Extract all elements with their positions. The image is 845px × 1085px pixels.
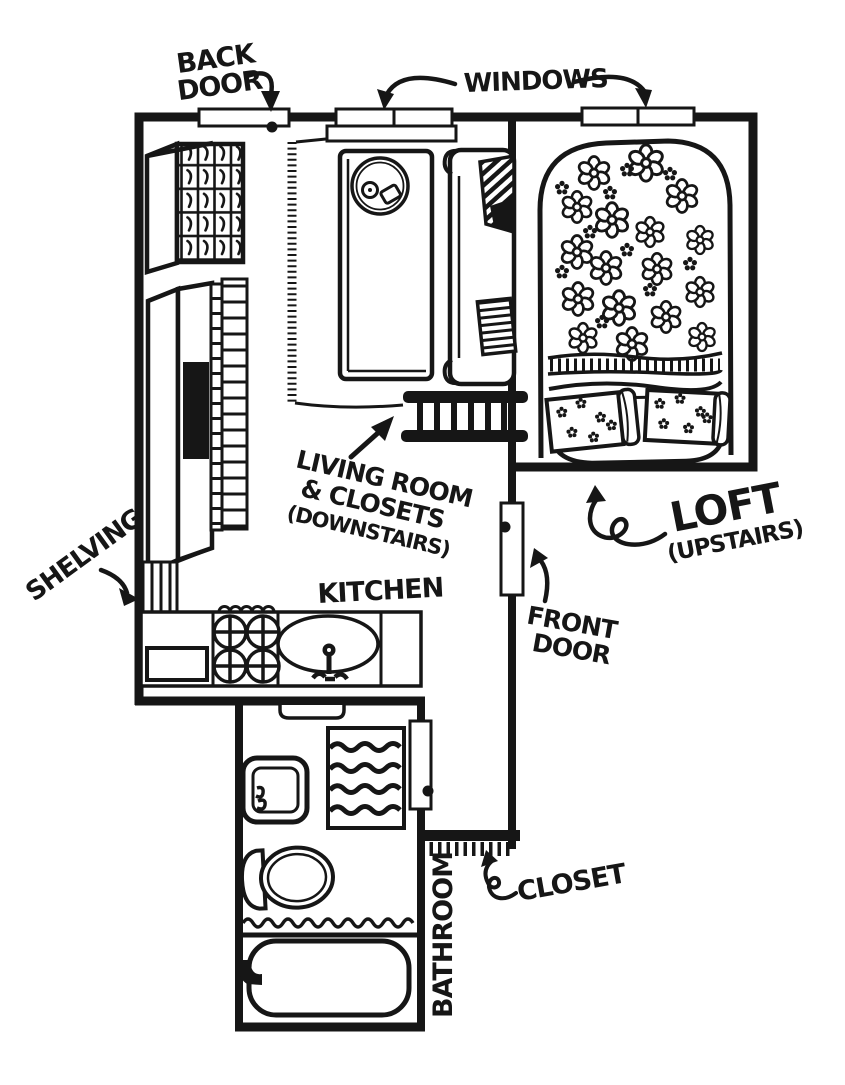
bed-pillow-right — [642, 387, 732, 447]
flower-icon — [633, 215, 667, 249]
kitchen-sink — [276, 614, 380, 682]
front-door — [499, 501, 525, 597]
outer-wall — [134, 112, 758, 705]
coffee-table — [337, 148, 435, 382]
ladder — [401, 391, 528, 442]
window-right — [580, 106, 696, 127]
faucet-icon — [311, 643, 349, 682]
flower-icon — [559, 281, 597, 317]
flower-icon — [587, 250, 625, 286]
label-closet: CLOSET — [515, 858, 630, 908]
label-kitchen: KITCHEN — [317, 572, 444, 610]
towel-shelf — [326, 726, 406, 830]
loft-arrow — [586, 485, 668, 547]
living-room-arrow — [348, 416, 394, 460]
label-living-room: LIVING ROOM & CLOSETS (DOWNSTAIRS) — [285, 445, 475, 562]
flower-icon — [686, 321, 718, 353]
flower-icon — [639, 252, 675, 286]
flower-icon — [648, 300, 684, 334]
front-door-arrow — [530, 548, 550, 604]
shower-curtain — [241, 917, 415, 929]
flower-icon — [559, 190, 595, 224]
serving-tray — [350, 156, 410, 216]
windows-arrow-right — [571, 74, 652, 108]
closet-arrow — [481, 850, 518, 901]
flower-icon — [684, 224, 716, 256]
couch — [442, 147, 518, 387]
cubby-shelf — [144, 140, 246, 276]
door-hinge-dot — [266, 121, 278, 133]
label-front-door: FRONT DOOR — [525, 601, 620, 671]
bathroom-threshold — [278, 705, 346, 720]
flower-icon — [663, 178, 701, 214]
back-door-arrow — [244, 71, 280, 112]
bed-pillow-left — [544, 387, 641, 454]
label-bathroom: BATHROOM — [428, 852, 459, 1018]
burner — [245, 614, 281, 650]
tv-screen — [183, 362, 209, 459]
windows-arrow-left — [377, 75, 458, 110]
loft-bed — [537, 138, 734, 466]
stove — [212, 605, 281, 684]
burner — [245, 648, 281, 684]
burner — [212, 614, 248, 650]
back-door — [197, 107, 291, 133]
label-shelving: SHELVING — [20, 503, 148, 607]
flower-icon — [566, 321, 600, 355]
closet-rod — [417, 830, 520, 856]
label-loft: LOFT (UPSTAIRS) — [665, 473, 805, 567]
faucet-icon — [255, 785, 267, 811]
bathroom-door — [408, 719, 434, 811]
shelving-arrow — [98, 567, 139, 606]
flower-icon — [558, 234, 596, 270]
toilet — [239, 845, 335, 911]
door-hinge-dot — [499, 521, 511, 533]
flower-icon — [625, 143, 667, 183]
wall-shelving — [141, 560, 179, 614]
burner — [212, 648, 248, 684]
kitchen-counter — [139, 605, 423, 688]
flower-icon — [592, 201, 632, 239]
door-hinge-dot — [422, 785, 434, 797]
window-left — [334, 107, 454, 128]
label-windows: WINDOWS — [463, 64, 608, 99]
faucet-icon — [239, 960, 262, 985]
counter-tray — [145, 646, 209, 682]
openings — [197, 106, 696, 856]
bathtub — [239, 938, 412, 1018]
couch-cushion-dark — [490, 198, 514, 232]
flower-icon — [575, 155, 613, 191]
media-shelf — [145, 277, 249, 577]
window-sill — [325, 124, 458, 143]
flower-icon — [683, 275, 717, 309]
bathroom — [239, 726, 415, 1018]
bathroom-sink — [240, 755, 310, 825]
couch-pillow-lined — [475, 296, 518, 357]
